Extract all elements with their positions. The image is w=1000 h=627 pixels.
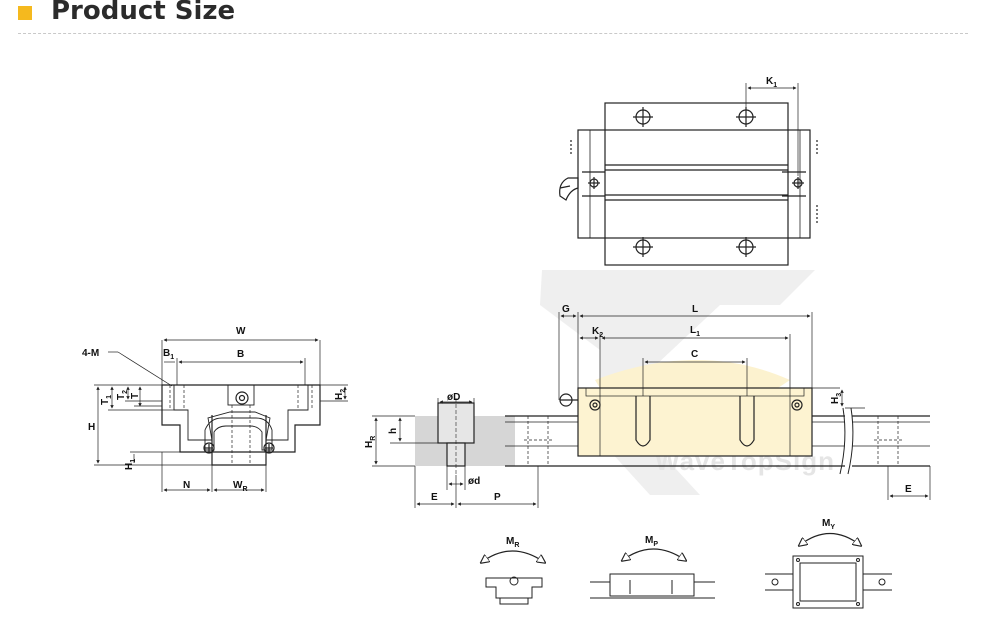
block-top-body: [604, 102, 789, 266]
watermark-logo: WaveTopSign: [540, 270, 834, 495]
top-view: [559, 83, 818, 266]
dim-c-label: C: [691, 349, 698, 360]
dim-t2-label: T2: [116, 390, 129, 400]
dim-h1-label: H1: [124, 459, 137, 470]
header-square-icon: [18, 6, 32, 20]
rail-front: [211, 415, 267, 466]
block-front-body: [161, 384, 321, 453]
moment-mr-label: MR: [506, 536, 519, 549]
moment-my-icon: [765, 532, 892, 609]
grease-nipple-icon: [559, 177, 579, 201]
dim-l1-label: L1: [690, 325, 700, 338]
block-top-endplates: [577, 129, 811, 239]
seal-pocket-right: [739, 396, 755, 447]
dim-l-label: L: [692, 304, 698, 315]
dim-od-label: øD: [447, 392, 460, 403]
dim-t1-label: T1: [100, 395, 113, 405]
section-header: Product Size: [18, 0, 968, 36]
dim-h-small-label: h: [388, 428, 399, 434]
mount-hole-icon: [588, 107, 804, 257]
dim-4m-label: 4-M: [82, 348, 99, 359]
side-view: [372, 312, 931, 508]
dim-e-right-label: E: [905, 484, 912, 495]
dim-hr-label: HR: [364, 436, 377, 448]
dim-p-label: P: [494, 492, 501, 503]
dim-b-label: B: [237, 349, 244, 360]
dim-b1-label: B1: [163, 348, 174, 361]
dim-g-label: G: [562, 304, 570, 315]
dim-k1-label: K1: [766, 76, 777, 89]
dim-h3-label: H3: [830, 393, 843, 404]
header-divider: [18, 33, 968, 34]
moment-mp-icon: [590, 548, 715, 599]
page-title: Product Size: [51, 0, 236, 26]
moment-mr-icon: [482, 550, 544, 605]
block-side-body: [577, 387, 813, 457]
seal-pocket-left: [635, 396, 651, 447]
dim-wr-label: WR: [233, 480, 248, 493]
dim-small-d-label: ød: [468, 476, 480, 487]
dim-h2-label: H2: [334, 389, 347, 400]
dim-k2-label: K2: [592, 326, 603, 339]
dim-t-label: T: [130, 393, 141, 399]
dim-h-label: H: [88, 422, 95, 433]
moment-mp-label: MP: [645, 535, 658, 548]
dim-w-label: W: [236, 326, 246, 337]
front-view: [94, 338, 348, 492]
moment-my-label: MY: [822, 518, 835, 531]
dim-n-label: N: [183, 480, 190, 491]
dim-e-label: E: [431, 492, 438, 503]
grease-nipple-side-icon: [559, 393, 578, 407]
